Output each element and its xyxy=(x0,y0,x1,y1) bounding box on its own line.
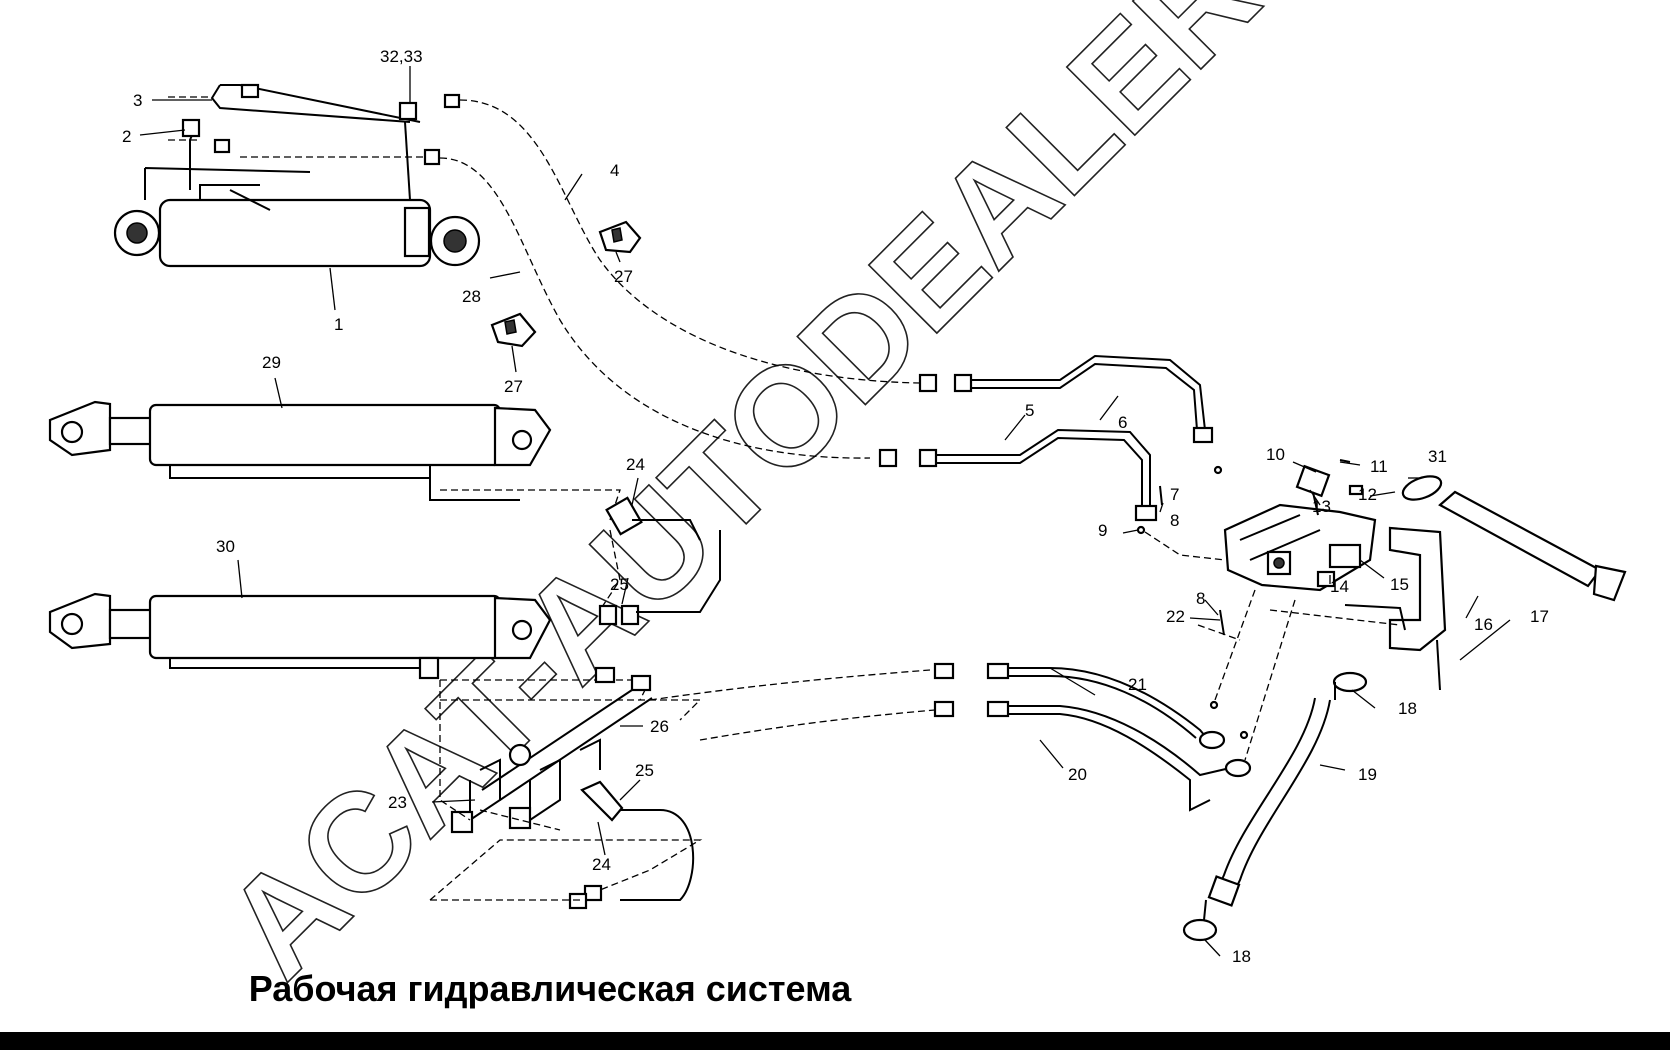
callout-14: 14 xyxy=(1330,577,1349,596)
manifold-23-26 xyxy=(429,680,703,901)
pipes-5-6 xyxy=(878,354,1214,522)
callout-32-33: 32,33 xyxy=(380,47,423,66)
cylinder-30 xyxy=(48,592,552,680)
line-4 xyxy=(459,99,921,384)
elbow-24-lower xyxy=(430,780,695,910)
callout-19: 19 xyxy=(1358,765,1377,784)
bracket-27-lower xyxy=(490,312,537,348)
callout-7: 7 xyxy=(1170,485,1179,504)
callout-6: 6 xyxy=(1118,413,1127,432)
callout-15: 15 xyxy=(1390,575,1409,594)
callout-9: 9 xyxy=(1098,521,1107,540)
callout-25: 25 xyxy=(635,761,654,780)
small-fasteners xyxy=(1136,459,1364,761)
callout-8: 8 xyxy=(1170,511,1179,530)
callout-31: 31 xyxy=(1428,447,1447,466)
callout-27: 27 xyxy=(614,267,633,286)
callout-12: 12 xyxy=(1358,485,1377,504)
callout-5: 5 xyxy=(1025,401,1034,420)
callout-18: 18 xyxy=(1232,947,1251,966)
callout-20: 20 xyxy=(1068,765,1087,784)
callout-8: 8 xyxy=(1196,589,1205,608)
cylinder-29 xyxy=(48,400,552,501)
top-pipes xyxy=(181,83,461,201)
callout-11: 11 xyxy=(1370,457,1388,476)
callout-25: 25 xyxy=(610,575,629,594)
cylinder-lines xyxy=(440,489,721,721)
pipes-20-21 xyxy=(649,662,1252,812)
callout-18: 18 xyxy=(1398,699,1417,718)
callout-2: 2 xyxy=(122,127,131,146)
bolt-16 xyxy=(1436,639,1441,691)
callout-16: 16 xyxy=(1474,615,1493,634)
callout-27: 27 xyxy=(504,377,523,396)
callout-21: 21 xyxy=(1128,675,1147,694)
line-28 xyxy=(439,157,871,459)
callout-28: 28 xyxy=(462,287,481,306)
callout-22: 22 xyxy=(1166,607,1185,626)
bracket-15 xyxy=(1269,526,1447,652)
hose-17 xyxy=(1401,475,1627,602)
callout-3: 3 xyxy=(133,91,142,110)
bottom-bar xyxy=(0,1032,1670,1050)
callout-13: 13 xyxy=(1312,497,1331,516)
callout-1: 1 xyxy=(334,315,343,334)
callout-29: 29 xyxy=(262,353,281,372)
control-valve xyxy=(1223,464,1377,592)
diagram-title: Рабочая гидравлическая система xyxy=(248,968,852,1009)
leader-lines xyxy=(139,66,1511,957)
callout-23: 23 xyxy=(388,793,407,812)
callout-24: 24 xyxy=(592,855,611,874)
callout-30: 30 xyxy=(216,537,235,556)
callout-4: 4 xyxy=(610,161,619,180)
hose-19 xyxy=(1182,671,1368,942)
callout-17: 17 xyxy=(1530,607,1549,626)
callout-labels: 3 32,33 2 4 27 28 1 27 29 30 24 25 26 25… xyxy=(122,47,1549,966)
cylinder-1 xyxy=(113,167,481,268)
callout-10: 10 xyxy=(1266,445,1285,464)
watermark: ACAT-AUTODEALER.RU xyxy=(195,0,1457,1006)
callout-24: 24 xyxy=(626,455,645,474)
callout-26: 26 xyxy=(650,717,669,736)
bracket-27-upper xyxy=(598,220,642,254)
